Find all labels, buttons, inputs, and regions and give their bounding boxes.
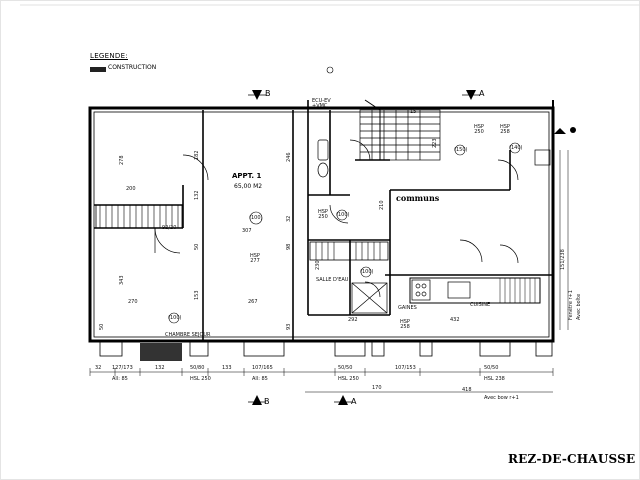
dim-267: 267 <box>248 299 258 305</box>
dim-92-20: 92/20 <box>162 225 177 231</box>
section-arrows <box>248 90 480 405</box>
sheet-title: REZ-DE-CHAUSSE <box>508 452 636 466</box>
section-a-top: A <box>479 89 485 98</box>
room-label-salle-deau: SALLE D'EAU <box>316 277 349 283</box>
dim-100-b: (100) <box>168 315 182 321</box>
section-b-top: B <box>265 89 271 98</box>
dim-246: 246 <box>286 152 292 162</box>
dim-230: 230 <box>315 260 321 270</box>
dim-15: 15 <box>410 109 417 115</box>
bdim-hsl-250: HSL 250 <box>190 376 211 382</box>
bdim-127-173: 127/173 <box>112 365 133 371</box>
dim-100-d: (100) <box>360 269 374 275</box>
bdim-170: 170 <box>372 385 382 391</box>
dim-292: 292 <box>348 317 358 323</box>
dim-182: 182 <box>194 150 200 160</box>
dim-278: 278 <box>119 155 125 165</box>
room-label-gaines: GAINES <box>398 305 417 311</box>
revision-marks <box>554 127 576 134</box>
hatched-partitions <box>95 204 541 361</box>
hsp-277-label: HSP 277 <box>250 253 260 264</box>
dim-343: 343 <box>119 275 125 285</box>
dim-50-b: 50 <box>99 323 105 330</box>
dim-100-a: (100) <box>249 215 263 221</box>
dim-432: 432 <box>450 317 460 323</box>
dim-307: 307 <box>242 228 252 234</box>
dim-98: 98 <box>286 243 292 250</box>
construction-swatch <box>90 67 106 72</box>
hsp-250-label-a: HSP 250 <box>318 209 328 220</box>
apartment-area: 65,00 M2 <box>234 183 263 190</box>
dim-100-c: (100) <box>336 212 350 218</box>
bdim-hsl-238: HSL 238 <box>484 376 505 382</box>
room-label-cuisine: CUISINE <box>470 302 491 308</box>
common-area-label: communs <box>396 193 440 203</box>
bdim-hsl-250-b: HSL 250 <box>338 376 359 382</box>
legend-construction-label: CONSTRUCTION <box>108 64 157 71</box>
dim-93: 93 <box>286 323 292 330</box>
bdim-50-80: 50/80 <box>190 365 205 371</box>
dim-50-a: 50 <box>194 243 200 250</box>
bdim-all-85-b: All: 85 <box>252 376 268 382</box>
bdim-allege: Avec bow r+1 <box>484 395 519 401</box>
section-b-bottom-arrow <box>252 395 262 405</box>
dim-132: 132 <box>194 190 200 200</box>
hsp-258-label-b: HSP 258 <box>400 319 410 330</box>
apartment-name: APPT. 1 <box>232 172 262 180</box>
dim-200: 200 <box>126 186 136 192</box>
bdim-107-153: 107/153 <box>395 365 416 371</box>
section-a-bottom: A <box>351 397 357 406</box>
dimension-lines <box>89 150 569 393</box>
legend-title: LEGENDE: <box>90 52 128 60</box>
dim-153: 153 <box>194 290 200 300</box>
bottom-windows <box>99 340 553 357</box>
dim-150: (150) <box>454 147 468 153</box>
sanitary-fixtures <box>317 139 551 314</box>
section-b-bottom: B <box>264 397 270 406</box>
dim-270: 270 <box>128 299 138 305</box>
side-dim-avec-boite: Avec boîte <box>576 293 582 320</box>
room-label-ecu-ev: ECU-EV +VMC <box>312 98 331 109</box>
bdim-50-50-b: 50/50 <box>484 365 499 371</box>
dim-132-b: 32 <box>286 215 292 222</box>
door-swings <box>154 139 519 298</box>
dim-223: 223 <box>432 138 438 148</box>
bdim-all-85-a: All: 85 <box>112 376 128 382</box>
side-dim-fenetre: Fenêtre r+1 <box>568 290 574 320</box>
bdim-50-50: 50/50 <box>338 365 353 371</box>
dim-140: (140) <box>509 145 523 151</box>
section-a-bottom-arrow <box>338 395 348 405</box>
hsp-258-label-a: HSP 258 <box>500 124 510 135</box>
bdim-107-165: 107/165 <box>252 365 273 371</box>
bdim-132: 132 <box>155 365 165 371</box>
outer-walls <box>88 100 555 343</box>
bdim-32: 32 <box>95 365 102 371</box>
room-label-chambre-sejour: CHAMBRE SEJOUR <box>165 332 211 338</box>
radiator-markers <box>168 66 521 324</box>
staircase <box>359 99 441 161</box>
hsp-250-label-b: HSP 250 <box>474 124 484 135</box>
construction-block <box>140 343 182 361</box>
bdim-133: 133 <box>222 365 232 371</box>
side-dim-151-238: 151/238 <box>560 249 566 270</box>
dim-210: 210 <box>379 200 385 210</box>
bdim-418: 418 <box>462 387 472 393</box>
